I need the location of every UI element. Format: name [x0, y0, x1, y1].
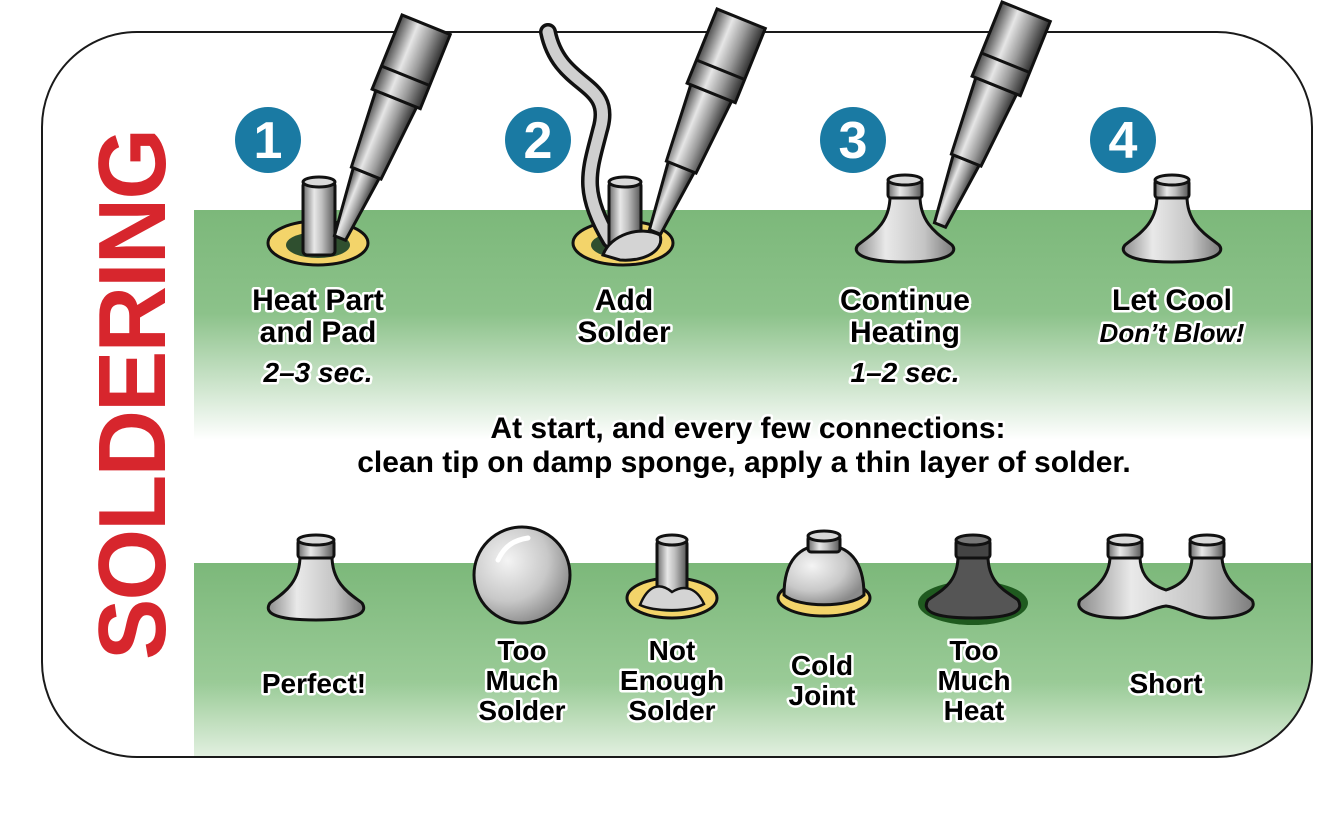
card-border	[41, 31, 1313, 758]
title-soldering: SOLDERING	[79, 130, 186, 660]
joint-too-much-solder-line1: Too	[497, 635, 546, 666]
solder-ball-icon	[472, 525, 572, 625]
step-4-number: 4	[1109, 112, 1138, 170]
step-3-time: 1–2 sec.	[851, 357, 960, 388]
joint-perfect-label: Perfect!	[262, 668, 366, 699]
solder-cone-icon	[266, 533, 366, 622]
joint-too-much-heat-line2: Much	[937, 665, 1010, 696]
joint-too-much-heat: Too Much Heat	[918, 533, 1028, 729]
joint-too-much-solder: Too Much Solder	[472, 525, 572, 729]
step-1-number: 1	[254, 112, 283, 170]
step-1: 1 Heat Part and Pad 2–3 sec.	[235, 13, 453, 391]
solder-bridge-icon	[1077, 554, 1255, 620]
joint-too-much-heat-line3: Heat	[944, 695, 1005, 726]
soldering-iron-icon	[647, 7, 768, 237]
step-4-badge	[1090, 107, 1156, 173]
step-2-number: 2	[524, 112, 553, 170]
step-3: 3 Continue Heating 1–2 sec.	[820, 0, 1053, 391]
step-1-label-line2: and Pad	[260, 316, 377, 349]
solder-dome-icon	[782, 543, 866, 607]
tip-note-line2: clean tip on damp sponge, apply a thin l…	[357, 446, 1130, 479]
joint-too-much-solder-line2: Much	[485, 665, 558, 696]
burnt-solder-icon	[924, 554, 1022, 620]
joint-cold-line2: Joint	[789, 680, 856, 711]
step-3-badge	[820, 107, 886, 173]
step-3-number: 3	[839, 112, 868, 170]
step-1-label-line1: Heat Part	[252, 284, 384, 317]
step-4: 4 Let Cool Don’t Blow!	[1090, 107, 1247, 351]
solder-cone-icon	[854, 173, 956, 264]
joint-short: Short	[1077, 533, 1255, 702]
joint-not-enough-solder-line1: Not	[649, 635, 696, 666]
step-4-note: Don’t Blow!	[1100, 318, 1245, 348]
step-2-label-line2: Solder	[577, 316, 671, 349]
joint-not-enough-solder: Not Enough Solder	[617, 533, 727, 729]
step-3-label-line2: Heating	[850, 316, 960, 349]
soldering-iron-icon	[932, 0, 1053, 230]
joint-short-label: Short	[1129, 668, 1202, 699]
joint-not-enough-solder-line2: Enough	[620, 665, 724, 696]
soldering-iron-icon	[332, 13, 453, 243]
tip-note-line1: At start, and every few connections:	[490, 412, 1005, 445]
step-1-badge	[235, 107, 301, 173]
step-3-label-line1: Continue	[840, 284, 970, 317]
step-2-label-line1: Add	[595, 284, 653, 317]
joint-too-much-heat-line1: Too	[949, 635, 998, 666]
step-2: 2 Add Solder	[505, 7, 768, 352]
joint-too-much-solder-line3: Solder	[478, 695, 565, 726]
joint-not-enough-solder-line3: Solder	[628, 695, 715, 726]
joint-cold: Cold Joint	[776, 529, 872, 714]
step-2-badge	[505, 107, 571, 173]
joint-cold-line1: Cold	[791, 650, 853, 681]
component-lead-icon	[301, 175, 337, 257]
solder-cone-icon	[1121, 173, 1223, 264]
joint-perfect: Perfect!	[259, 533, 369, 702]
step-1-time: 2–3 sec.	[263, 357, 373, 388]
step-4-label-line1: Let Cool	[1112, 284, 1232, 317]
